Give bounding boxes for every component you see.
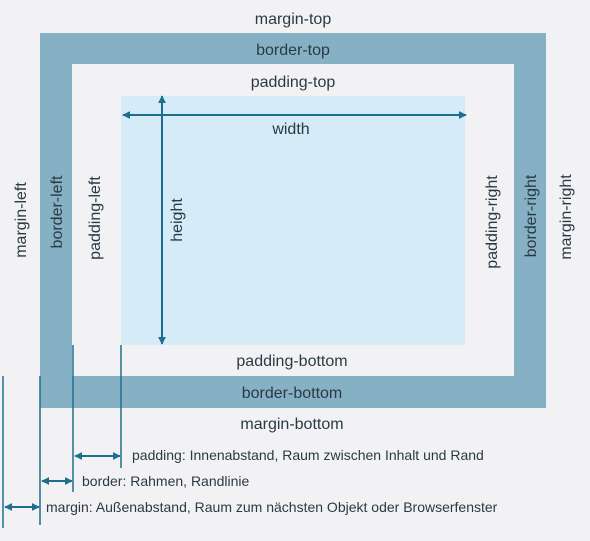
legend-padding-text: padding: Innenabstand, Raum zwischen Inh… xyxy=(132,447,484,463)
label-margin-bottom: margin-bottom xyxy=(240,416,343,433)
label-padding-right: padding-right xyxy=(484,175,501,269)
label-width: width xyxy=(271,121,309,138)
label-border-right: border-right xyxy=(523,174,540,257)
content-area xyxy=(121,96,465,345)
legend-margin-text: margin: Außenabstand, Raum zum nächsten … xyxy=(46,499,498,515)
label-height: height xyxy=(169,198,186,242)
label-margin-top: margin-top xyxy=(255,11,332,28)
label-margin-left: margin-left xyxy=(13,182,30,258)
legend-border-text: border: Rahmen, Randlinie xyxy=(82,473,250,489)
label-margin-right: margin-right xyxy=(558,174,575,260)
label-border-bottom: border-bottom xyxy=(242,385,343,402)
label-padding-bottom: padding-bottom xyxy=(236,353,347,370)
label-border-left: border-left xyxy=(49,175,66,248)
label-border-top: border-top xyxy=(256,42,330,59)
label-padding-top: padding-top xyxy=(251,74,336,91)
label-padding-left: padding-left xyxy=(87,176,104,260)
